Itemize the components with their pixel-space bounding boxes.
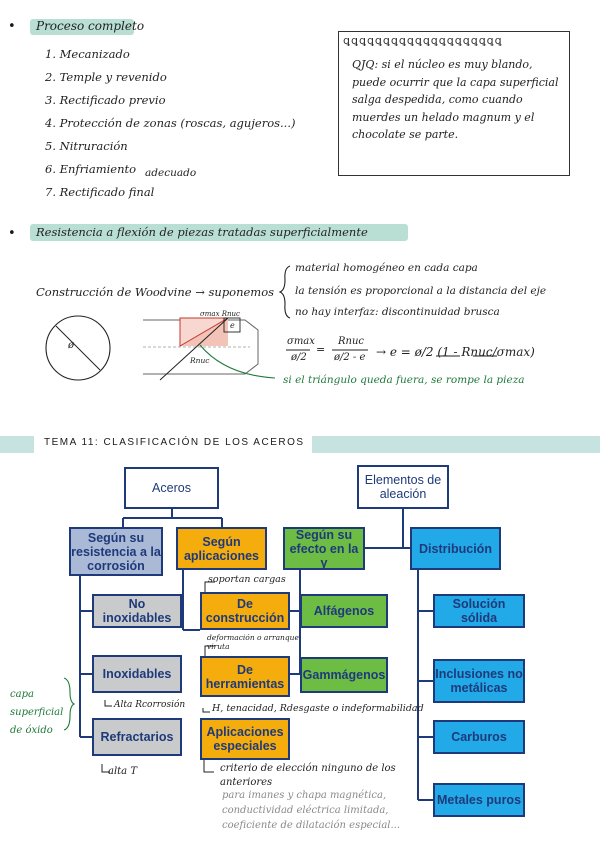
tmax-label: σmax Rnuc <box>200 310 240 318</box>
section-title-flexion: Resistencia a flexión de piezas tratadas… <box>36 225 368 239</box>
step-3: 3. Rectificado previo <box>45 93 166 107</box>
note-box: ꝗꝗꝗꝗꝗꝗꝗꝗꝗꝗꝗꝗꝗꝗꝗꝗꝗꝗꝗꝗ QJQ: si el núcleo e… <box>338 31 570 176</box>
formula-mid-num: Rnuc <box>338 336 365 347</box>
assumption-1: material homogéneo en cada capa <box>295 262 478 274</box>
step-4: 4. Protección de zonas (roscas, agujeros… <box>45 116 296 130</box>
banner-right <box>312 436 600 453</box>
rnuc-label: Rnuc <box>190 356 210 365</box>
stress-triangle <box>179 317 230 347</box>
formula-rhs: → e = ø/2 (1 - Rnuc/σmax) <box>376 345 535 359</box>
assumption-2: la tensión es proporcional a la distanci… <box>295 285 547 297</box>
box-solucion: Solución sólida <box>433 594 525 628</box>
formula-lhs-den: ø/2 <box>291 352 307 363</box>
banner-left <box>0 436 34 453</box>
highlight <box>30 19 134 35</box>
note-herr-props: H, tenacidad, Rdesgaste o indeformabilid… <box>212 703 424 714</box>
box-inclusiones: Inclusiones no metálicas <box>433 659 525 703</box>
note-especiales: para imanes y chapa magnética, conductiv… <box>222 790 401 831</box>
green-arrow <box>199 344 276 379</box>
box-aceros: Aceros <box>124 467 219 509</box>
assumption-3: no hay interfaz: discontinuidad brusca <box>295 306 500 318</box>
box-especiales: Aplicaciones especiales <box>200 718 290 760</box>
circle-section-icon <box>45 315 111 381</box>
step-6-extra: adecuado <box>145 167 197 179</box>
tema-title: TEMA 11: CLASIFICACIÓN DE LOS ACEROS <box>44 437 305 448</box>
box-corrosion: Según su resistencia a la corrosión <box>69 527 163 576</box>
box-alfagenos: Alfágenos <box>300 594 388 628</box>
green-note: si el triángulo queda fuera, se rompe la… <box>283 374 525 386</box>
construction-text: Construcción de Woodvine → suponemos <box>36 285 275 299</box>
formula-lhs-num: σmax <box>287 336 315 347</box>
box-carburos: Carburos <box>433 720 525 754</box>
box-refractarios: Refractarios <box>92 718 182 756</box>
note-soportan: soportan cargas <box>208 574 286 585</box>
box-efecto: Según su efecto en la γ <box>283 527 365 570</box>
stress-line <box>159 317 229 381</box>
step-2: 2. Temple y revenido <box>45 70 167 84</box>
formula-mid-den: ø/2 - e <box>334 352 366 363</box>
green-brace-icon <box>63 677 76 731</box>
box-aplicaciones: Según aplicaciones <box>176 527 267 570</box>
box-elementos: Elementos de aleación <box>357 465 449 509</box>
note-deformacion: deformación o arranque viruta <box>207 633 299 651</box>
box-gammagenos: Gammágenos <box>300 657 388 693</box>
note-alta-t: alta T <box>108 766 137 777</box>
step-7: 7. Rectificado final <box>45 185 155 199</box>
section-title-proceso: Proceso completo <box>36 19 145 33</box>
step-1: 1. Mecanizado <box>45 47 130 61</box>
box-construccion: De construcción <box>200 592 290 630</box>
equals-sign: = <box>316 343 326 356</box>
step-5: 5. Nitruración <box>45 139 128 153</box>
box-herramientas: De herramientas <box>200 656 290 697</box>
e-label: e <box>230 321 235 330</box>
spiral-binding-icon: ꝗꝗꝗꝗꝗꝗꝗꝗꝗꝗꝗꝗꝗꝗꝗꝗꝗꝗꝗꝗ <box>343 34 503 47</box>
step-6: 6. Enfriamiento <box>45 162 137 176</box>
note-alta-rcorrosion: Alta Rcorrosión <box>114 700 186 710</box>
note-text: QJQ: si el núcleo es muy blando, puede o… <box>352 58 559 141</box>
box-distribucion: Distribución <box>410 527 501 570</box>
note-capa: capa superficial de óxido <box>10 689 64 736</box>
box-metales: Metales puros <box>433 783 525 817</box>
box-inox: Inoxidables <box>92 655 182 693</box>
phi-label: ø <box>68 340 75 351</box>
highlight <box>30 224 408 241</box>
layer-box <box>223 317 241 333</box>
diameter-line <box>55 325 101 371</box>
box-no-inox: No inoxidables <box>92 594 182 628</box>
bullet: • <box>8 226 16 241</box>
bullet: • <box>8 19 16 34</box>
brace-icon <box>278 265 291 319</box>
note-criterio: criterio de elección ninguno de los ante… <box>220 763 396 788</box>
